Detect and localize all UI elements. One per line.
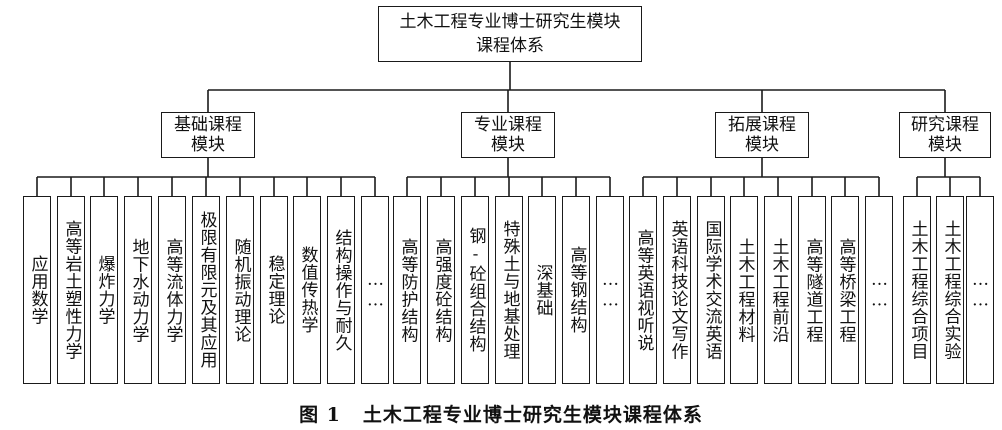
course-ext-3: 国际学术交流英语 (697, 196, 725, 384)
course-basic-6: 极限有限元及其应用 (192, 196, 220, 384)
course-basic-1: 应用数学 (23, 196, 51, 384)
course-basic-5: 高等流体力学 (158, 196, 186, 384)
course-basic-4: 地下水动力学 (124, 196, 152, 384)
course-prof-4: 特殊土与地基处理 (495, 196, 523, 384)
module-research-line2: 模块 (928, 135, 962, 155)
module-basic-line2: 模块 (191, 135, 225, 155)
course-research-2: 土木工程综合实验 (936, 196, 964, 384)
figure-number: 图 1 (299, 404, 341, 426)
root-title-line1: 土木工程专业博士研究生模块 (399, 12, 621, 32)
course-basic-ellipsis: …… (361, 196, 389, 384)
module-basic: 基础课程 模块 (161, 112, 255, 158)
course-research-ellipsis: …… (966, 196, 994, 384)
course-ext-ellipsis: …… (865, 196, 893, 384)
course-prof-2: 高强度砼结构 (427, 196, 455, 384)
course-prof-3: 钢-砼组合结构 (461, 196, 489, 384)
module-professional-line2: 模块 (491, 135, 525, 155)
module-extension-line1: 拓展课程 (728, 115, 796, 135)
module-extension-line2: 模块 (745, 135, 779, 155)
module-research: 研究课程 模块 (899, 112, 991, 158)
course-ext-5: 土木工程前沿 (764, 196, 792, 384)
course-prof-1: 高等防护结构 (393, 196, 421, 384)
course-basic-2: 高等岩土塑性力学 (57, 196, 85, 384)
course-ext-2: 英语科技论文写作 (663, 196, 691, 384)
course-ext-4: 土木工程材料 (730, 196, 758, 384)
root-title-line2: 课程体系 (476, 36, 544, 56)
root-node: 土木工程专业博士研究生模块 课程体系 (378, 6, 642, 62)
course-prof-5: 深基础 (528, 196, 556, 384)
course-basic-9: 数值传热学 (293, 196, 321, 384)
module-research-line1: 研究课程 (911, 115, 979, 135)
course-basic-7: 随机振动理论 (226, 196, 254, 384)
course-prof-ellipsis: …… (596, 196, 624, 384)
module-basic-line1: 基础课程 (174, 115, 242, 135)
course-ext-7: 高等桥梁工程 (831, 196, 859, 384)
course-ext-6: 高等隧道工程 (798, 196, 826, 384)
figure-caption: 图 1 土木工程专业博士研究生模块课程体系 (0, 400, 1002, 427)
course-prof-6: 高等钢结构 (562, 196, 590, 384)
module-professional-line1: 专业课程 (474, 115, 542, 135)
course-ext-1: 高等英语视听说 (629, 196, 657, 384)
course-basic-8: 稳定理论 (260, 196, 288, 384)
figure-caption-text: 土木工程专业博士研究生模块课程体系 (362, 404, 703, 426)
course-basic-10: 结构操作与耐久 (327, 196, 355, 384)
module-professional: 专业课程 模块 (461, 112, 555, 158)
course-research-1: 土木工程综合项目 (903, 196, 931, 384)
course-basic-3: 爆炸力学 (90, 196, 118, 384)
module-extension: 拓展课程 模块 (715, 112, 809, 158)
